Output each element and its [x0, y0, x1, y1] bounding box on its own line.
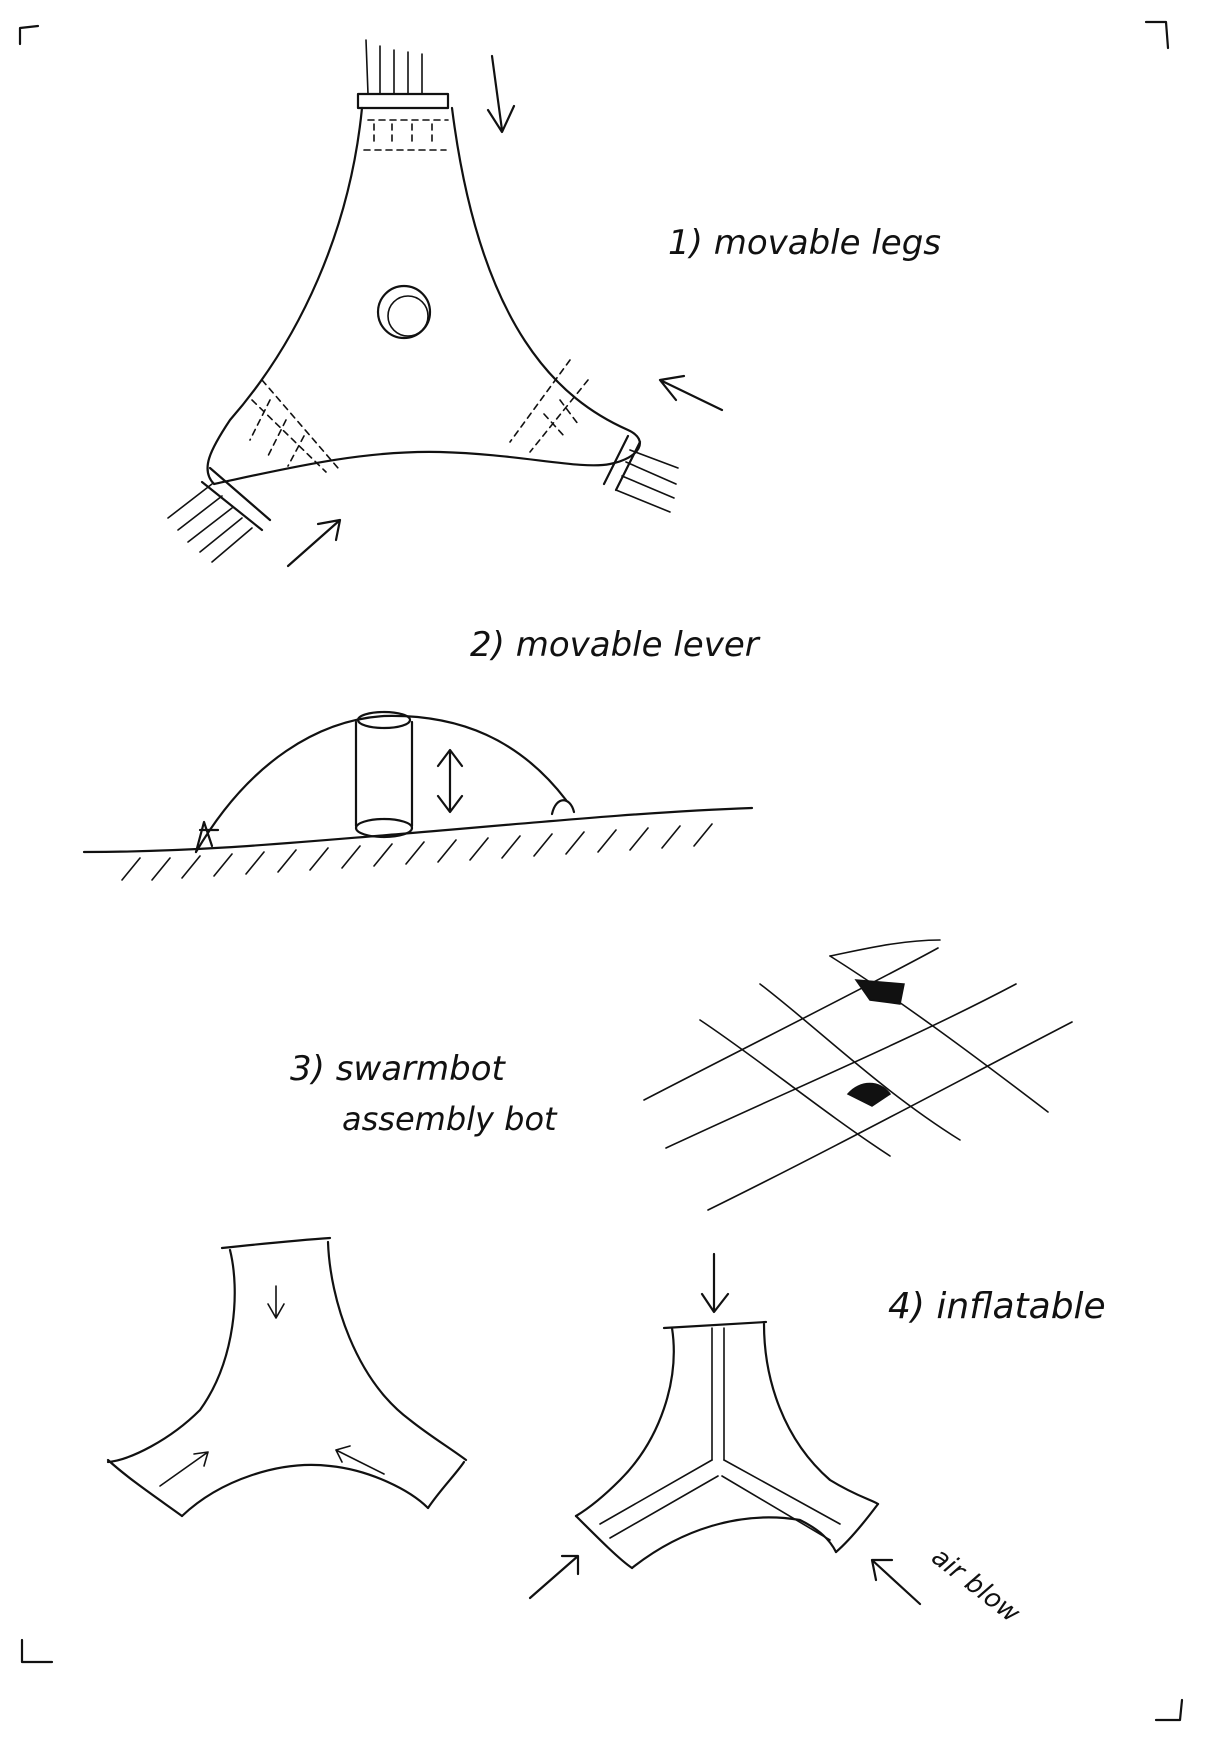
movable-legs-sketch: [168, 40, 722, 566]
label-air-blow: air blow: [926, 1542, 1026, 1630]
label-movable-legs: 1) movable legs: [668, 223, 941, 263]
corner-marks: [20, 22, 1182, 1720]
swarmbot-grid-sketch: [644, 940, 1072, 1210]
label-swarmbot: 3) swarmbot: [290, 1049, 507, 1089]
label-movable-lever: 2) movable lever: [470, 625, 761, 665]
label-inflatable: 4) inflatable: [888, 1286, 1106, 1327]
movable-lever-sketch: [84, 712, 752, 880]
label-assembly-bot: assembly bot: [342, 1100, 558, 1138]
inflatable-shape-right: [530, 1254, 920, 1604]
inflatable-shape-left: [108, 1238, 466, 1516]
